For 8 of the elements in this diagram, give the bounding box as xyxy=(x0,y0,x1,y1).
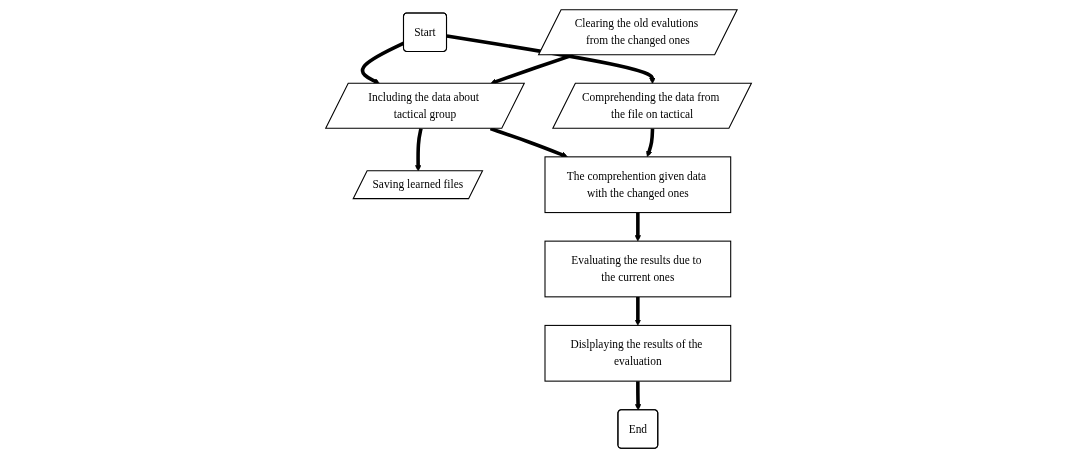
arrow xyxy=(415,127,424,171)
arrow xyxy=(635,380,642,410)
node-box: The comprehention given data with the changed ones xyxy=(544,155,732,213)
node-box: Evaluating the results due to the current ones xyxy=(544,240,732,297)
arrow xyxy=(646,128,655,157)
arrow xyxy=(635,212,642,241)
node-box: Dislplaying the results of the evaluation xyxy=(544,324,732,382)
arrow xyxy=(635,296,642,326)
